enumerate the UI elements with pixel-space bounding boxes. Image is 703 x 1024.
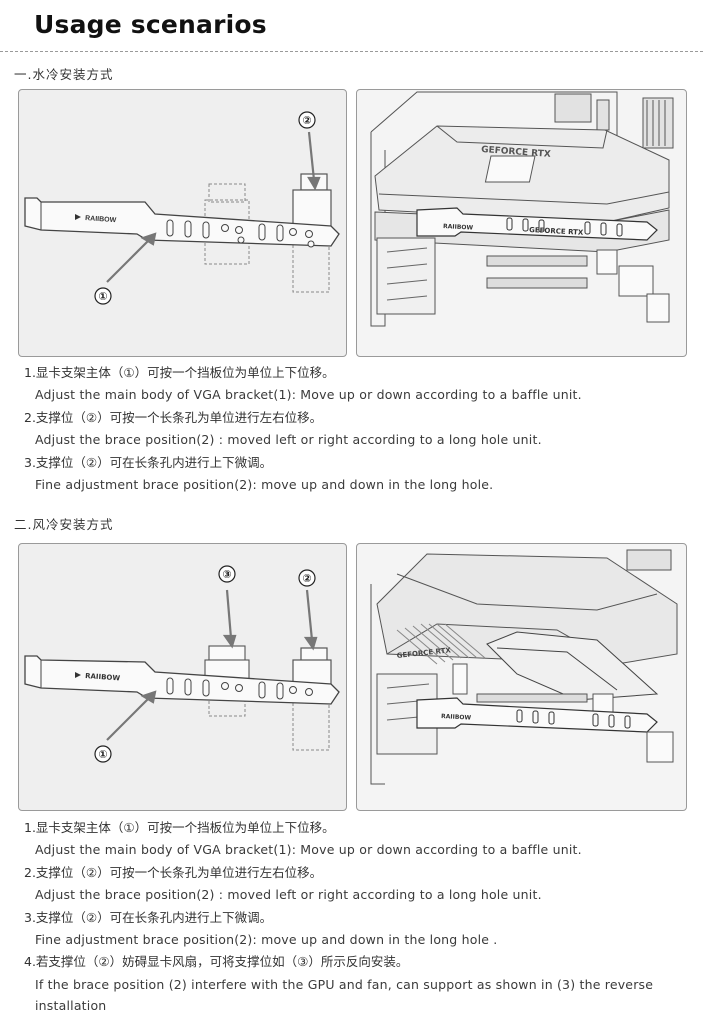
bracket-logo-text-photo-air: RAIIBOW: [441, 713, 472, 722]
title-divider: [0, 51, 703, 52]
label-reverse: ③: [222, 568, 231, 581]
bracket-diagram-water: RAIIBOW ② ①: [18, 89, 347, 357]
instruction-en-3-air: Fine adjustment brace position(2): move …: [35, 932, 498, 948]
bracket-body-shape: [24, 197, 340, 247]
instruction-zh-4-air: 4.若支撑位（②）妨碍显卡风扇，可将支撑位如（③）所示反向安装。: [24, 954, 409, 970]
card-logo-text: GEFORCE RTX: [529, 226, 584, 237]
label-body: ①: [98, 290, 107, 303]
callout-arrows: [106, 131, 321, 283]
instruction-en-4-air: If the brace position (2) interfere with…: [35, 976, 654, 1013]
long-hole-slots: [166, 219, 284, 242]
callout-arrows-air: [106, 589, 318, 741]
label-brace-air: ②: [302, 572, 311, 585]
bracket-logo-text: RAIIBOW: [85, 215, 117, 224]
long-hole-slots-air: [166, 677, 284, 700]
screws: [221, 224, 315, 248]
instruction-zh-1-air: 1.显卡支架主体（①）可按一个挡板位为单位上下位移。: [24, 820, 335, 835]
installation-illustration-water: GEFORCE RTX GEFORCE RTX RAIIBOW: [356, 89, 687, 357]
label-brace: ②: [302, 114, 311, 127]
bracket-logo-text-photo: RAIIBOW: [443, 223, 474, 232]
instruction-en-1: Adjust the main body of VGA bracket(1): …: [35, 387, 582, 403]
instructions-water: 1.显卡支架主体（①）可按一个挡板位为单位上下位移。 Adjust the ma…: [24, 362, 694, 496]
callout-labels-air: ③ ② ①: [94, 565, 316, 763]
page-title: Usage scenarios: [34, 10, 267, 39]
section-heading-air-cooling: 二.风冷安装方式: [14, 517, 114, 532]
bracket-diagram-air: RAIIBOW ③ ② ①: [18, 543, 347, 811]
instruction-en-2: Adjust the brace position(2) : moved lef…: [35, 432, 542, 448]
callout-labels: ② ①: [94, 111, 316, 305]
bracket-body-shape-air: [24, 655, 340, 705]
section-heading-water-cooling: 一.水冷安装方式: [14, 67, 114, 82]
instruction-zh-2: 2.支撑位（②）可按一个长条孔为单位进行左右位移。: [24, 409, 323, 425]
card-logo-text-top: GEFORCE RTX: [481, 145, 551, 160]
bracket-drawing: RAIIBOW ② ①: [24, 111, 340, 305]
instructions-air: 1.显卡支架主体（①）可按一个挡板位为单位上下位移。 Adjust the ma…: [24, 817, 694, 1016]
bracket-logo-text-air: RAIIBOW: [85, 672, 121, 682]
instruction-zh-3: 3.支撑位（②）可在长条孔内进行上下微调。: [24, 454, 273, 470]
instruction-en-1-air: Adjust the main body of VGA bracket(1): …: [35, 842, 582, 858]
instruction-en-3: Fine adjustment brace position(2): move …: [35, 477, 494, 493]
water-cooling-drawing: GEFORCE RTX GEFORCE RTX RAIIBOW: [370, 91, 674, 327]
air-cooling-drawing: GEFORCE RTX RAIIBOW: [370, 549, 678, 785]
instruction-zh-2-air: 2.支撑位（②）可按一个长条孔为单位进行左右位移。: [24, 864, 323, 880]
installation-illustration-air: GEFORCE RTX RAIIBOW: [356, 543, 687, 811]
label-body-air: ①: [98, 748, 107, 761]
bracket-drawing-air: RAIIBOW ③ ② ①: [24, 565, 340, 763]
instruction-zh-1: 1.显卡支架主体（①）可按一个挡板位为单位上下位移。: [24, 365, 335, 380]
instruction-en-2-air: Adjust the brace position(2) : moved lef…: [35, 887, 542, 903]
instruction-zh-3-air: 3.支撑位（②）可在长条孔内进行上下微调。: [24, 909, 273, 925]
